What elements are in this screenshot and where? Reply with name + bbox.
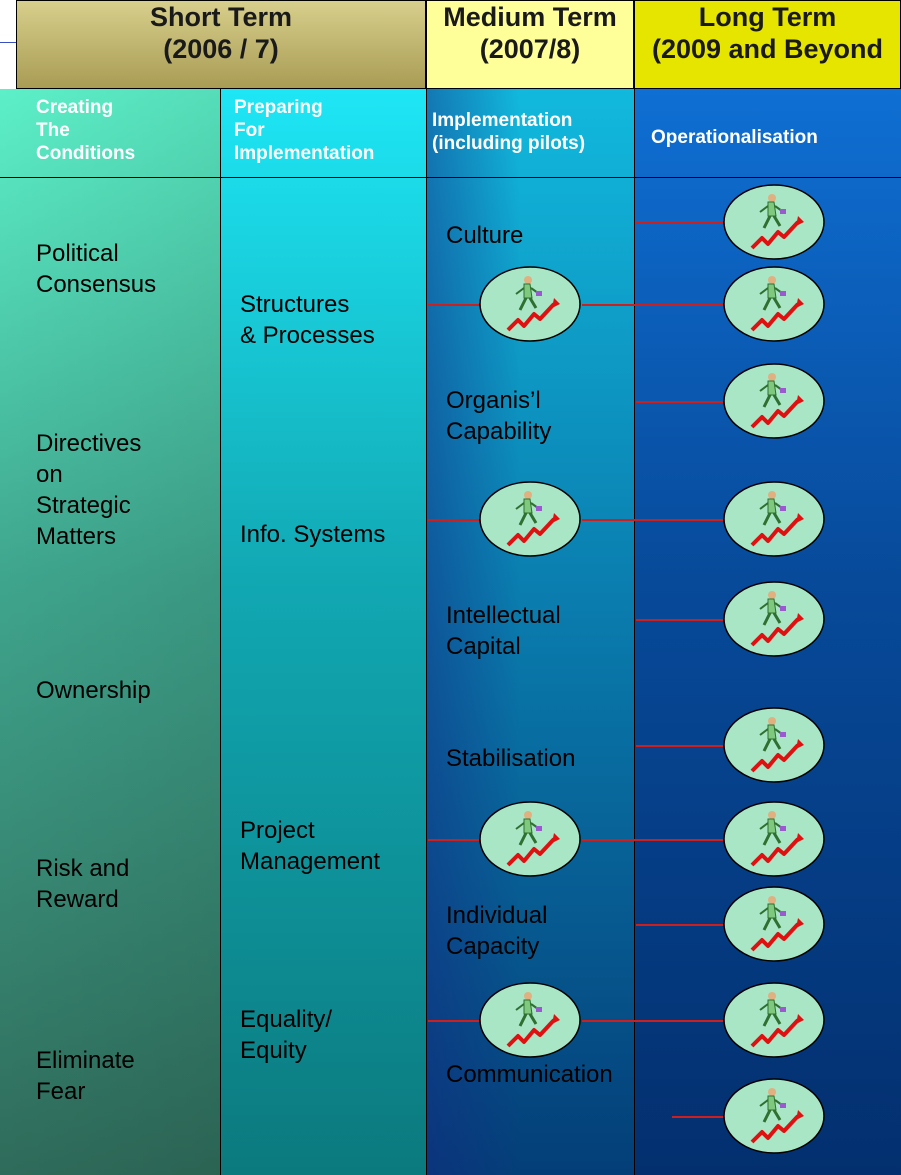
item-line: Matters	[36, 523, 117, 550]
item-line: Management	[240, 848, 381, 875]
header-medium-term: Medium Term (2007/8)	[426, 0, 634, 89]
subheader-line: Implementation	[234, 143, 375, 164]
item-equality-equity: Equality/ Equity	[240, 1004, 332, 1066]
walking-man-on-rising-arrow-icon	[722, 479, 826, 559]
walking-man-on-rising-arrow-icon	[722, 361, 826, 441]
header-short-term: Short Term (2006 / 7)	[16, 0, 426, 89]
connector-line	[582, 304, 724, 306]
connector-line	[636, 401, 724, 403]
subheader-preparing-implementation: Preparing For Implementation	[234, 96, 374, 165]
item-line: Political	[36, 240, 119, 267]
item-individual-capacity: Individual Capacity	[446, 900, 547, 962]
item-stabilisation: Stabilisation	[446, 743, 575, 774]
subheader-line: Creating	[36, 97, 114, 118]
item-line: Consensus	[36, 271, 157, 298]
item-line: Culture	[446, 222, 524, 249]
item-line: Fear	[36, 1078, 86, 1105]
subheader-line: Operationalisation	[651, 127, 818, 148]
walking-man-on-rising-arrow-icon	[722, 264, 826, 344]
item-organisational-capability: Organis’l Capability	[446, 385, 551, 447]
subheader-line: Conditions	[36, 143, 136, 164]
item-line: & Processes	[240, 322, 375, 349]
item-line: Project	[240, 817, 315, 844]
walking-man-on-rising-arrow-icon	[722, 705, 826, 785]
connector-line	[636, 924, 724, 926]
walking-man-on-rising-arrow-icon	[478, 980, 582, 1060]
item-line: Info. Systems	[240, 521, 386, 548]
walking-man-on-rising-arrow-icon	[722, 579, 826, 659]
item-line: Risk and	[36, 855, 130, 882]
subheader-line: Implementation	[432, 110, 573, 131]
header-long-term: Long Term (2009 and Beyond	[634, 0, 901, 89]
item-line: Strategic	[36, 492, 131, 519]
connector-line	[428, 1020, 480, 1022]
header-long-term-title: Long Term	[698, 2, 837, 32]
item-line: Equality/	[240, 1006, 333, 1033]
connector-line	[582, 839, 724, 841]
subheader-line: The	[36, 120, 70, 141]
item-intellectual-capital: Intellectual Capital	[446, 600, 561, 662]
header-short-term-title: Short Term	[149, 2, 292, 32]
column-preparing-implementation	[220, 89, 426, 1175]
item-structures-processes: Structures & Processes	[240, 289, 375, 351]
connector-line	[636, 745, 724, 747]
subheader-creating-conditions: Creating The Conditions	[36, 96, 135, 165]
subheader-implementation: Implementation (including pilots)	[432, 109, 585, 155]
walking-man-on-rising-arrow-icon	[722, 799, 826, 879]
item-info-systems: Info. Systems	[240, 519, 385, 550]
item-line: on	[36, 461, 63, 488]
item-project-management: Project Management	[240, 815, 380, 877]
connector-line	[428, 519, 480, 521]
connector-line	[582, 1020, 724, 1022]
item-line: Capacity	[446, 933, 540, 960]
item-line: Structures	[240, 291, 350, 318]
walking-man-on-rising-arrow-icon	[478, 479, 582, 559]
walking-man-on-rising-arrow-icon	[722, 182, 826, 262]
item-line: Reward	[36, 886, 119, 913]
item-communication: Communication	[446, 1059, 613, 1090]
item-line: Directives	[36, 430, 142, 457]
header-left-rule	[0, 42, 16, 43]
connector-line	[636, 619, 724, 621]
walking-man-on-rising-arrow-icon	[722, 980, 826, 1060]
walking-man-on-rising-arrow-icon	[722, 884, 826, 964]
item-political-consensus: Political Consensus	[36, 238, 156, 300]
item-line: Eliminate	[36, 1047, 135, 1074]
walking-man-on-rising-arrow-icon	[478, 264, 582, 344]
item-line: Intellectual	[446, 602, 561, 629]
item-line: Stabilisation	[446, 745, 576, 772]
walking-man-on-rising-arrow-icon	[722, 1076, 826, 1156]
subheader-operationalisation: Operationalisation	[651, 126, 818, 149]
item-line: Capability	[446, 418, 552, 445]
item-culture: Culture	[446, 220, 523, 251]
header-long-term-period: (2009 and Beyond	[651, 34, 884, 64]
item-directives: Directives on Strategic Matters	[36, 428, 141, 552]
header-medium-term-period: (2007/8)	[479, 34, 581, 64]
item-line: Capital	[446, 633, 521, 660]
header-medium-term-title: Medium Term	[443, 2, 617, 32]
header-short-term-period: (2006 / 7)	[163, 34, 279, 64]
item-line: Individual	[446, 902, 548, 929]
connector-line	[428, 839, 480, 841]
connector-line	[428, 304, 480, 306]
subheader-line: (including pilots)	[432, 133, 586, 154]
item-line: Organis’l	[446, 387, 541, 414]
item-ownership: Ownership	[36, 675, 151, 706]
connector-line	[636, 222, 724, 224]
item-line: Ownership	[36, 677, 151, 704]
column-creating-conditions	[0, 89, 220, 1175]
subheader-line: For	[234, 120, 265, 141]
item-eliminate-fear: Eliminate Fear	[36, 1045, 135, 1107]
connector-line	[672, 1116, 724, 1118]
walking-man-on-rising-arrow-icon	[478, 799, 582, 879]
connector-line	[582, 519, 724, 521]
subheader-divider	[0, 177, 901, 178]
item-line: Equity	[240, 1037, 307, 1064]
subheader-line: Preparing	[234, 97, 323, 118]
item-line: Communication	[446, 1061, 613, 1088]
item-risk-and-reward: Risk and Reward	[36, 853, 129, 915]
